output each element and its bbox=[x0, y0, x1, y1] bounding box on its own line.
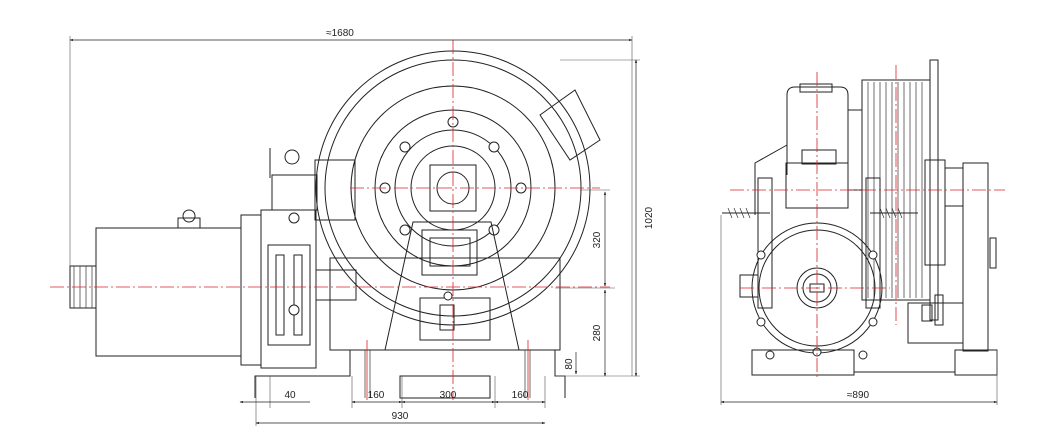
dimension-320: 320 bbox=[555, 189, 615, 289]
dimension-280: 280 bbox=[592, 289, 607, 377]
dimension-label: 40 bbox=[284, 390, 296, 401]
side-base bbox=[751, 349, 998, 376]
dimension-label: 160 bbox=[512, 390, 529, 401]
brake-arms bbox=[722, 177, 918, 309]
dimension-label: 160 bbox=[368, 390, 385, 401]
support-frame bbox=[329, 221, 561, 351]
dimension-label: ≈1680 bbox=[326, 28, 354, 39]
upper-housing bbox=[754, 83, 863, 215]
dimension-80: 80 bbox=[564, 352, 578, 375]
motor-body bbox=[69, 209, 262, 366]
dimension-label: 320 bbox=[592, 231, 603, 248]
side-support bbox=[962, 162, 997, 352]
dimension-overall-width: ≈890 bbox=[720, 215, 998, 405]
dimension-overall-length: ≈1680 bbox=[69, 28, 633, 376]
dimension-label: 1020 bbox=[644, 206, 655, 229]
dimension-row-base: 40 160 300 160 930 bbox=[239, 376, 546, 426]
dimension-overall-height: 1020 bbox=[555, 59, 655, 377]
front-view: ≈1680 1020 320 280 80 40 160 300 bbox=[50, 28, 655, 426]
side-view: ≈890 bbox=[720, 59, 1005, 405]
brake-assembly bbox=[260, 148, 357, 369]
dimension-label: 300 bbox=[440, 390, 457, 401]
dimension-label: 280 bbox=[592, 324, 603, 341]
encoder-box bbox=[907, 294, 964, 344]
dimension-label: 80 bbox=[564, 358, 575, 370]
dimension-label: ≈890 bbox=[847, 390, 870, 401]
dimension-label: 930 bbox=[392, 411, 409, 422]
motor-end-circle bbox=[739, 222, 883, 357]
